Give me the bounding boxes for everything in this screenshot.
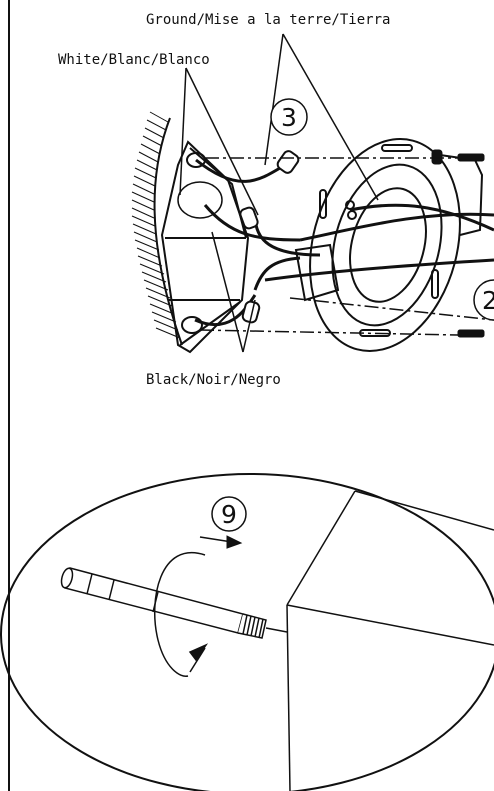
junction-box (160, 140, 250, 354)
wall-hatching (131, 111, 183, 346)
pipe-assembly-figure: 9 (0, 473, 494, 791)
step-3-marker: 3 (270, 98, 308, 136)
step-2-marker: 2 (473, 279, 494, 321)
step-9-number: 9 (221, 500, 237, 529)
step-3-number: 3 (281, 103, 297, 132)
wire-nuts (239, 150, 300, 324)
step-2-number: 2 (482, 286, 494, 315)
label-ground: Ground/Mise a la terre/Tierra (146, 12, 390, 28)
screws (431, 149, 485, 338)
direction-arrow (199, 535, 243, 549)
leader-lines (179, 33, 379, 353)
fixture-body (286, 490, 494, 791)
label-white: White/Blanc/Blanco (58, 52, 210, 68)
label-black: Black/Noir/Negro (146, 372, 281, 388)
wiring-figure: Ground/Mise a la terre/Tierra White/Blan… (58, 12, 494, 388)
step-9-marker: 9 (211, 496, 247, 532)
rotation-arrow (153, 552, 209, 677)
guide-lines (199, 157, 494, 336)
detail-ellipse (0, 473, 494, 791)
mounting-plate (294, 138, 484, 352)
threaded-pipe (60, 567, 288, 639)
